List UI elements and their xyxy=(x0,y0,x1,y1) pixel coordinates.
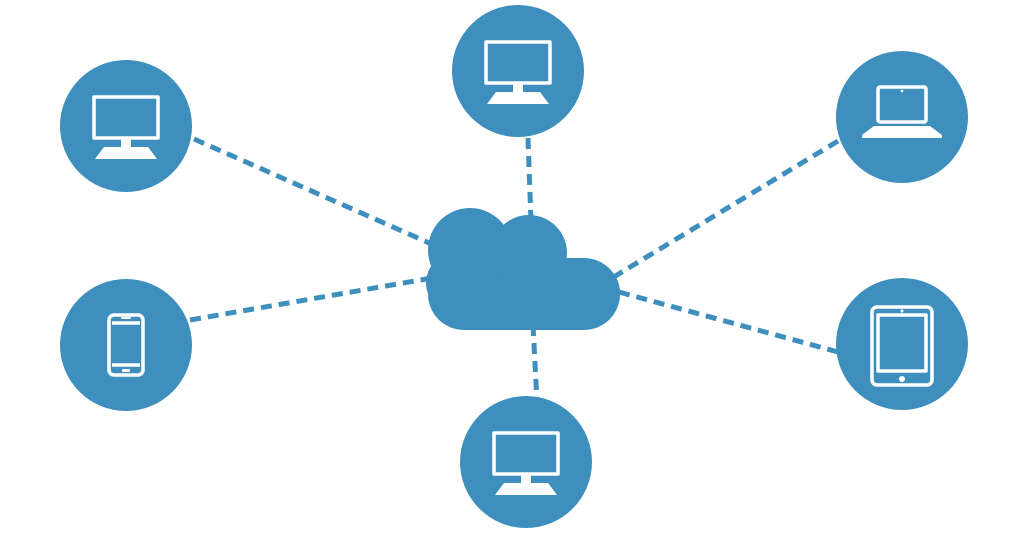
desktop-monitor-icon xyxy=(492,431,560,495)
link-top-right xyxy=(610,138,840,281)
laptop-icon xyxy=(862,85,942,138)
tablet-icon xyxy=(870,305,934,387)
device-node-circle xyxy=(836,51,968,183)
link-top-left xyxy=(192,136,447,253)
link-mid-left xyxy=(189,275,433,323)
cloud-icon xyxy=(426,208,620,330)
device-node-bottom-center xyxy=(460,396,592,528)
cloud-hub xyxy=(426,208,620,330)
link-top-center xyxy=(525,137,534,223)
device-node-circle xyxy=(60,279,192,411)
device-node-mid-right xyxy=(836,278,968,410)
device-node-top-right xyxy=(836,51,968,183)
desktop-monitor-icon xyxy=(92,95,160,159)
connection-links xyxy=(189,136,840,403)
device-node-circle xyxy=(60,60,192,192)
link-bottom-center xyxy=(530,324,540,403)
device-node-mid-left xyxy=(60,279,192,411)
device-node-circle xyxy=(452,5,584,137)
device-node-top-center xyxy=(452,5,584,137)
link-mid-right xyxy=(618,289,839,355)
device-node-top-left xyxy=(60,60,192,192)
desktop-monitor-icon xyxy=(484,40,552,104)
device-node-circle xyxy=(460,396,592,528)
device-node-circle xyxy=(836,278,968,410)
smartphone-icon xyxy=(107,313,145,377)
